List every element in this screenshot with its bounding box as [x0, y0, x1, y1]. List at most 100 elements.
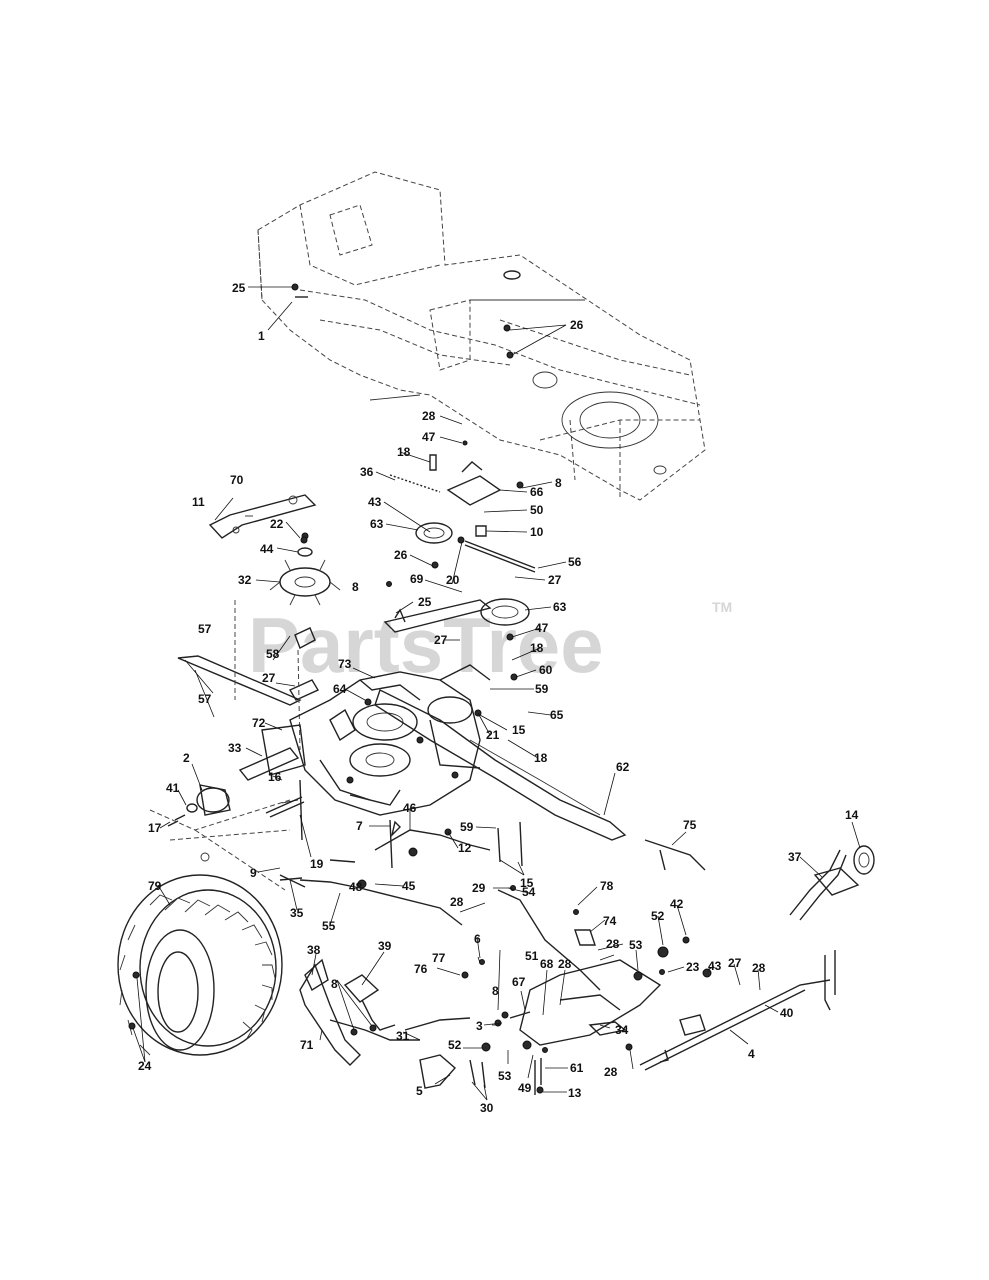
- callout: 50: [530, 503, 544, 517]
- callout: 16: [268, 770, 282, 784]
- callout: 37: [788, 850, 802, 864]
- callout: 38: [307, 943, 321, 957]
- callout: 26: [394, 548, 408, 562]
- callout: 35: [290, 906, 304, 920]
- callout: 47: [422, 430, 436, 444]
- callout: 65: [550, 708, 564, 722]
- callout: 22: [270, 517, 284, 531]
- callout: 44: [260, 542, 274, 556]
- callout: 63: [370, 517, 384, 531]
- callout: 21: [486, 728, 500, 742]
- callout-numbers: 25 1 26 28 47 18 36 8 66 50 10 43 63 26 …: [138, 281, 859, 1115]
- callout: 70: [230, 473, 244, 487]
- callout: 60: [539, 663, 553, 677]
- callout: 28: [606, 937, 620, 951]
- callout: 59: [535, 682, 549, 696]
- watermark-trademark: TM: [712, 599, 732, 615]
- callout: 57: [198, 692, 212, 706]
- callout: 8: [331, 977, 338, 991]
- callout: 41: [166, 781, 180, 795]
- callout: 51: [525, 949, 539, 963]
- callout: 67: [512, 975, 526, 989]
- callout: 36: [360, 465, 374, 479]
- callout: 77: [432, 951, 446, 965]
- callout: 8: [555, 476, 562, 490]
- callout: 47: [535, 621, 549, 635]
- callout: 78: [600, 879, 614, 893]
- callout: 28: [450, 895, 464, 909]
- fasteners: [128, 283, 712, 1095]
- callout: 18: [534, 751, 548, 765]
- callout: 2: [183, 751, 190, 765]
- callout: 39: [378, 939, 392, 953]
- callout: 49: [518, 1081, 532, 1095]
- callout: 7: [356, 819, 363, 833]
- callout: 14: [845, 808, 859, 822]
- callout: 18: [397, 445, 411, 459]
- frame-assembly: [257, 171, 706, 501]
- shift-linkage-group: [177, 494, 406, 751]
- callout: 33: [228, 741, 242, 755]
- callout: 24: [138, 1059, 152, 1073]
- callout: 13: [568, 1086, 582, 1100]
- callout: 43: [708, 959, 722, 973]
- callout: 28: [604, 1065, 618, 1079]
- callout: 66: [530, 485, 544, 499]
- callout: 52: [651, 909, 665, 923]
- callout: 27: [434, 633, 448, 647]
- callout: 42: [670, 897, 684, 911]
- callout: 52: [448, 1038, 462, 1052]
- leader-lines: [132, 286, 861, 1101]
- linkage-rods: [279, 779, 706, 991]
- callout: 34: [615, 1023, 629, 1037]
- callout: 40: [780, 1006, 794, 1020]
- callout: 46: [403, 801, 417, 815]
- callout: 57: [198, 622, 212, 636]
- callout: 32: [238, 573, 252, 587]
- callout: 54: [522, 885, 536, 899]
- callout: 23: [686, 960, 700, 974]
- callout: 8: [492, 984, 499, 998]
- callout: 27: [548, 573, 562, 587]
- callout: 64: [333, 682, 347, 696]
- callout: 20: [446, 573, 460, 587]
- callout: 79: [148, 879, 162, 893]
- transaxle: [289, 664, 491, 816]
- callout: 31: [396, 1029, 410, 1043]
- callout: 9: [250, 866, 257, 880]
- callout: 27: [728, 956, 742, 970]
- callout: 19: [310, 857, 324, 871]
- callout: 71: [300, 1038, 314, 1052]
- callout: 27: [262, 671, 276, 685]
- callout: 30: [480, 1101, 494, 1115]
- idler-bracket-group: [383, 270, 536, 633]
- callout: 61: [570, 1061, 584, 1075]
- callout: 55: [322, 919, 336, 933]
- callout: 10: [530, 525, 544, 539]
- callout: 68: [540, 957, 554, 971]
- callout: 43: [368, 495, 382, 509]
- pedal-assembly: [519, 845, 875, 1071]
- callout: 63: [553, 600, 567, 614]
- callout: 18: [530, 641, 544, 655]
- callout: 6: [474, 932, 481, 946]
- callout: 74: [603, 914, 617, 928]
- callout: 1: [258, 329, 265, 343]
- brake-pedal-assembly: [299, 958, 531, 1089]
- callout: 25: [418, 595, 432, 609]
- callout: 15: [520, 876, 534, 890]
- callout: 59: [460, 820, 474, 834]
- callout: 53: [498, 1069, 512, 1083]
- callout: 72: [252, 716, 266, 730]
- callout: 62: [616, 760, 630, 774]
- callout: 75: [683, 818, 697, 832]
- callout: 26: [570, 318, 584, 332]
- callout: 4: [748, 1047, 755, 1061]
- callout: 3: [476, 1019, 483, 1033]
- callout: 56: [568, 555, 582, 569]
- left-axle-group: [149, 724, 306, 891]
- callout: 28: [752, 961, 766, 975]
- callout: 17: [148, 821, 162, 835]
- callout: 28: [422, 409, 436, 423]
